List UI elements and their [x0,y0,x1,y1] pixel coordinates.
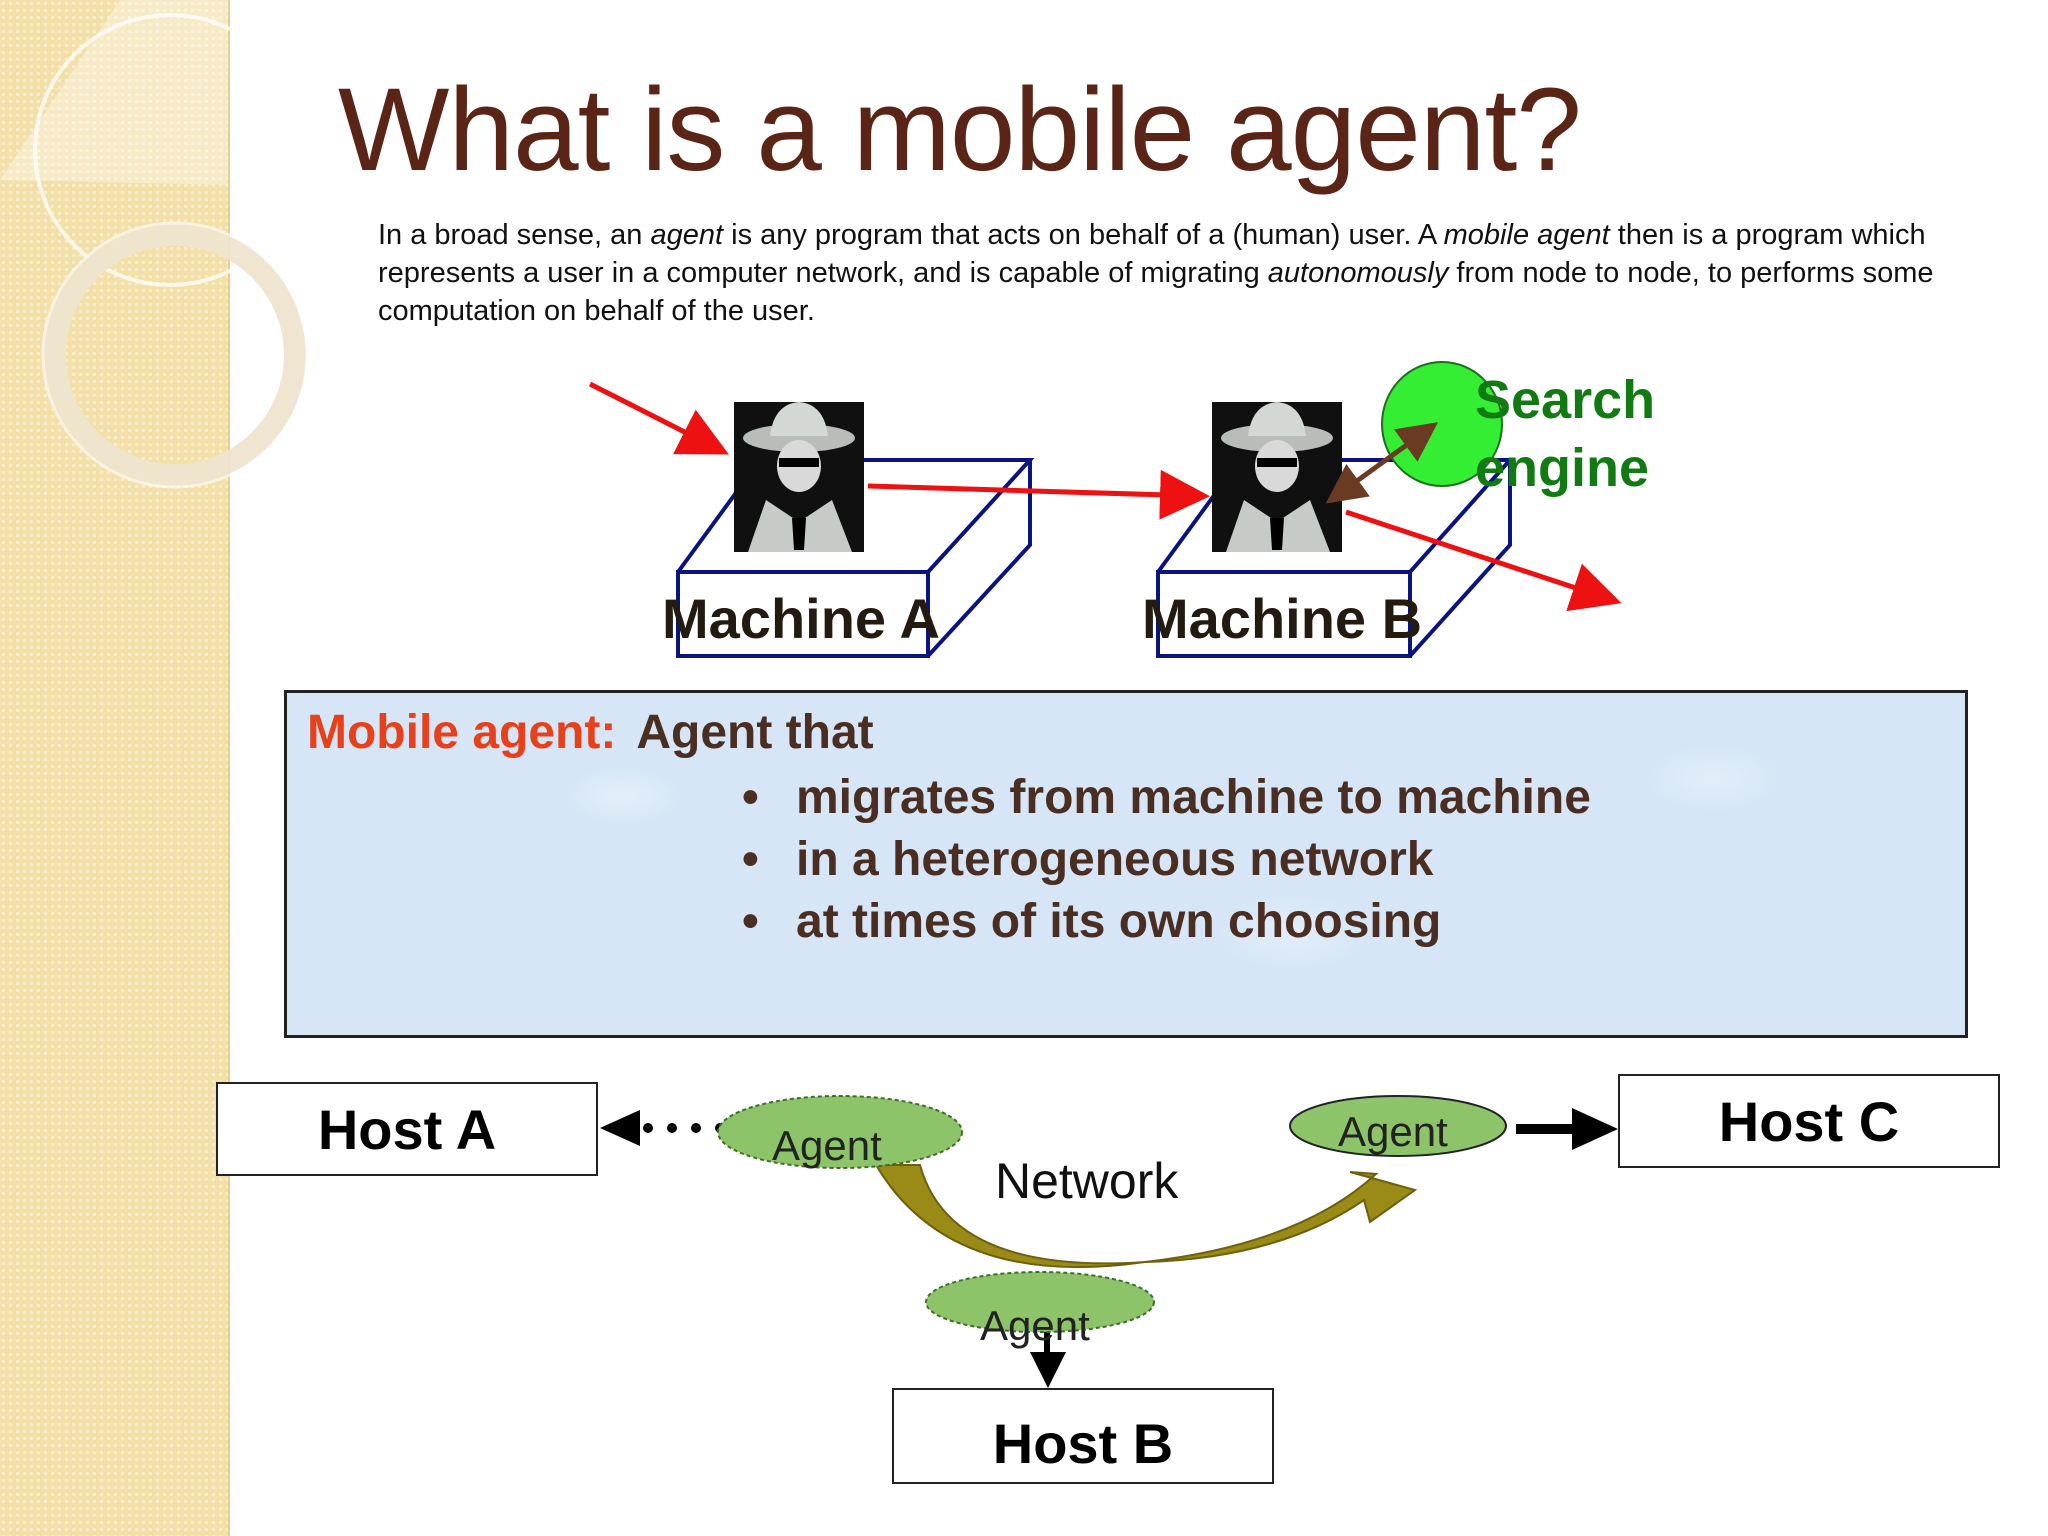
host-a-box: Host A [216,1082,598,1176]
agent-label-2: Agent [1338,1108,1448,1155]
definition-key: Mobile agent: [307,706,617,759]
dotted-arrow-host-a [600,1110,725,1146]
sidebar-decoration [0,0,309,1536]
host-c-box: Host C [1618,1074,2000,1168]
decorative-rings [0,0,309,489]
machine-a-label: Machine A [662,587,940,650]
bullet-item: at times of its own choosing [742,891,1591,953]
incoming-arrow [588,381,729,455]
page-title: What is a mobile agent? [338,64,1582,196]
agent-oval-2 [1289,1095,1507,1157]
agent-oval-1 [717,1095,963,1169]
agent-label-3: Agent [980,1302,1090,1349]
intro-paragraph: In a broad sense, an agent is any progra… [378,219,1934,327]
bullet-item: migrates from machine to machine [742,767,1591,829]
machine-b-label: Machine B [1142,587,1423,650]
agent-figure-b [1212,402,1342,552]
migration-arrow [867,469,1210,520]
network-label: Network [995,1153,1179,1209]
network-arrow [874,1164,1418,1269]
definition-heading: Mobile agent: Agent that [307,705,874,760]
definition-box: Mobile agent: Agent that migrates from ma… [284,690,1968,1038]
arrow-host-b [1030,1322,1066,1388]
search-engine-label: Search engine [1475,370,1656,498]
agent-label-1: Agent [772,1122,882,1169]
arrow-host-c [1516,1108,1618,1150]
bullet-item: in a heterogeneous network [742,829,1591,891]
definition-bullets: migrates from machine to machine in a he… [742,767,1591,953]
machine-a-box [676,458,1035,658]
definition-rest: Agent that [636,706,874,759]
agent-oval-3 [925,1271,1155,1333]
outgoing-arrow [1345,509,1622,612]
search-double-arrow [1325,422,1439,504]
agent-figure-a [734,402,864,552]
host-b-box: Host B [892,1388,1274,1484]
